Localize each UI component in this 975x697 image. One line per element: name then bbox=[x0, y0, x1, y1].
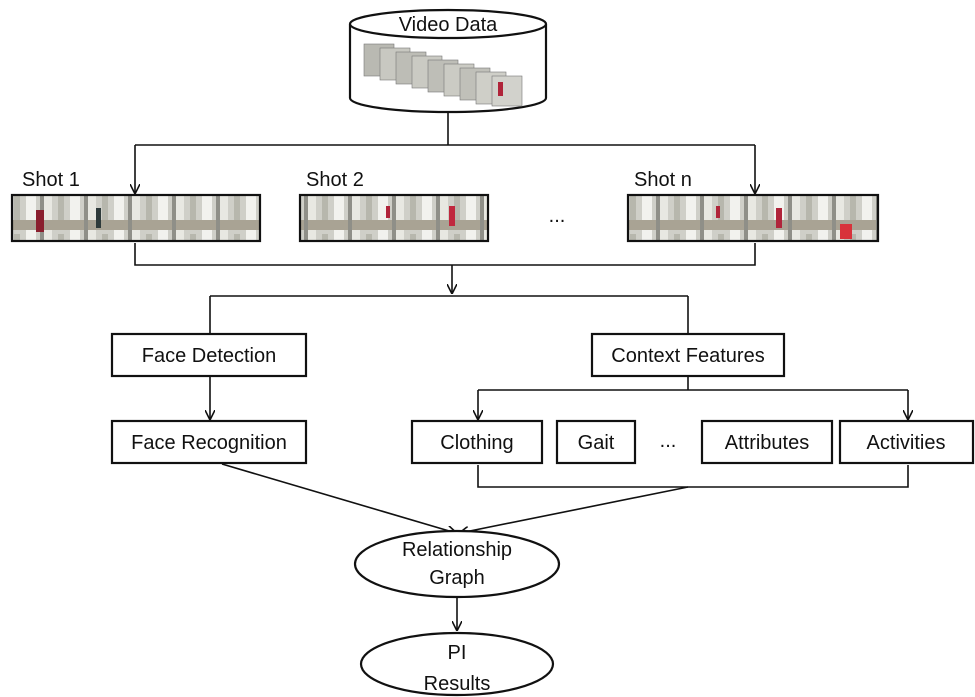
face-recognition-box: Face Recognition bbox=[110, 419, 308, 465]
clothing-box: Clothing bbox=[410, 419, 544, 465]
face-recognition-label: Face Recognition bbox=[131, 432, 287, 454]
attributes-label: Attributes bbox=[725, 432, 809, 454]
clothing-label: Clothing bbox=[440, 432, 513, 454]
relationship-graph-label-line2: Graph bbox=[429, 567, 485, 589]
features-ellipsis: ... bbox=[660, 430, 677, 452]
activities-label: Activities bbox=[867, 432, 946, 454]
attributes-box: Attributes bbox=[700, 419, 834, 465]
shot-2-filmstrip bbox=[298, 193, 490, 243]
gait-label: Gait bbox=[578, 432, 615, 454]
video-data-label: Video Data bbox=[399, 14, 498, 36]
relationship-graph-ellipse: Relationship Graph bbox=[353, 529, 561, 599]
pi-results-label-line2: Results bbox=[424, 673, 491, 695]
context-features-label: Context Features bbox=[611, 345, 764, 367]
shot-2-label: Shot 2 bbox=[306, 169, 364, 191]
shot-n-filmstrip bbox=[626, 193, 880, 243]
gait-box: Gait bbox=[555, 419, 637, 465]
face-detection-label: Face Detection bbox=[142, 345, 277, 367]
pi-results-ellipse: PI Results bbox=[359, 631, 555, 697]
relationship-graph-label-line1: Relationship bbox=[402, 539, 512, 561]
shot-1-label: Shot 1 bbox=[22, 169, 80, 191]
shots-ellipsis: ... bbox=[549, 205, 566, 227]
pi-results-label-line1: PI bbox=[448, 642, 467, 664]
activities-box: Activities bbox=[838, 419, 975, 465]
face-detection-box: Face Detection bbox=[110, 332, 308, 378]
shot-1-filmstrip bbox=[10, 193, 262, 243]
shot-n-label: Shot n bbox=[634, 169, 692, 191]
video-frames-stack-icon bbox=[363, 43, 523, 107]
video-data-cylinder: Video Data bbox=[348, 8, 548, 114]
context-features-box: Context Features bbox=[590, 332, 786, 378]
